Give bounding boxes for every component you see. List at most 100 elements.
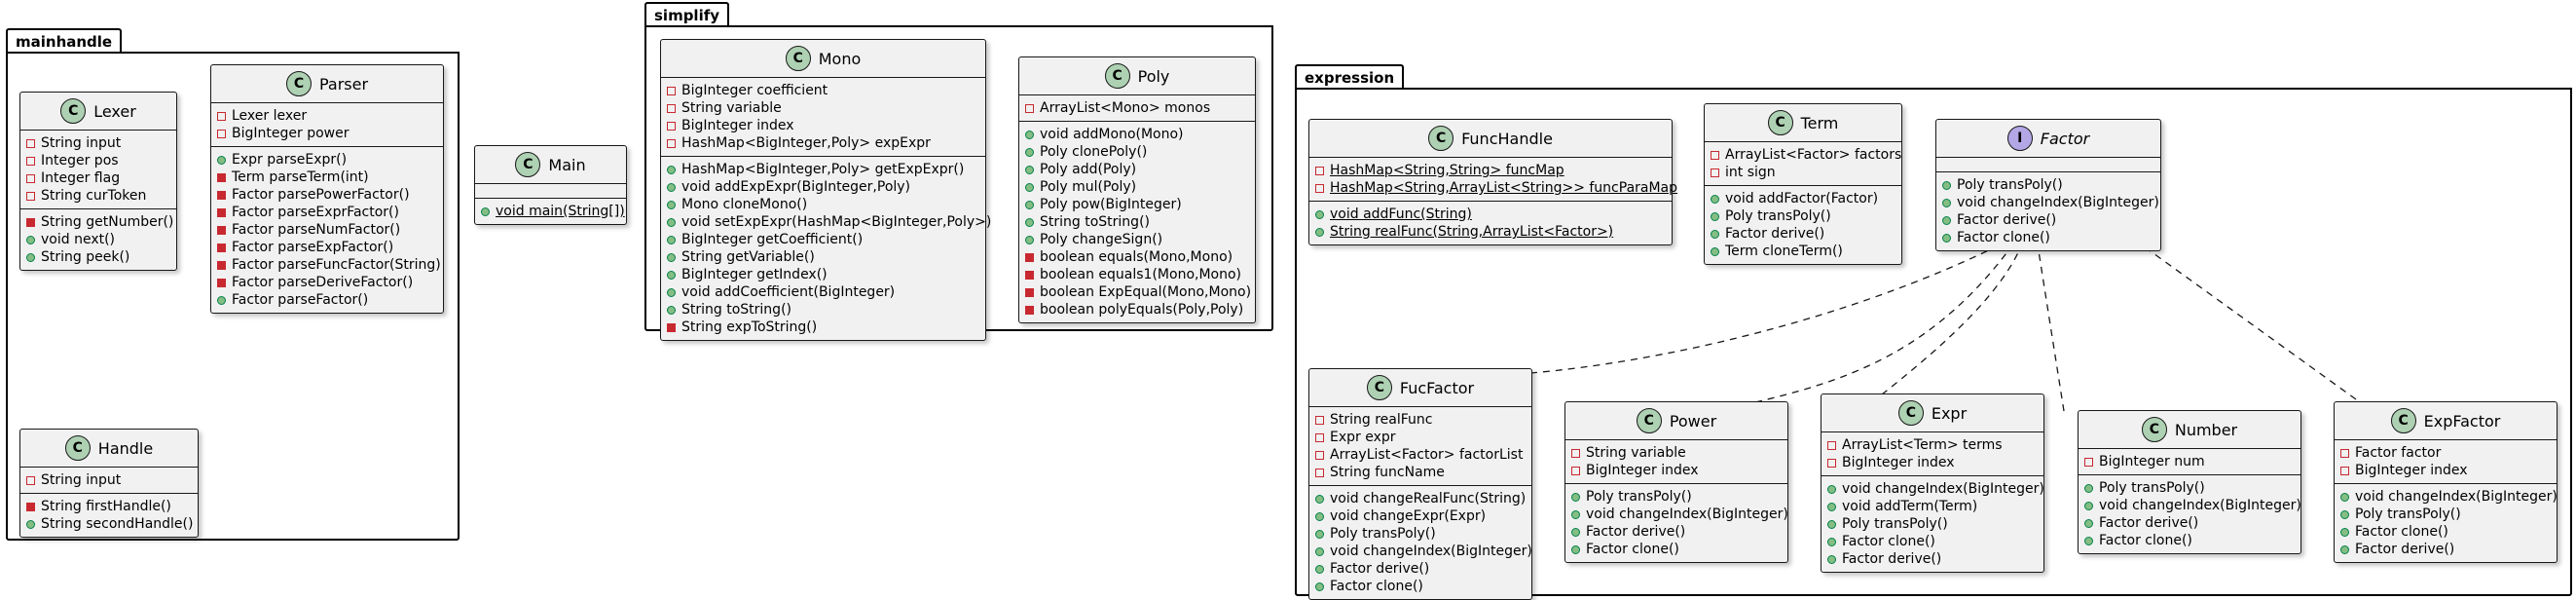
method-text: String toString() bbox=[1040, 214, 1150, 230]
method-text: HashMap<BigInteger,Poly> getExpExpr() bbox=[681, 162, 965, 177]
private-visibility-icon bbox=[1025, 270, 1034, 280]
private-visibility-icon bbox=[26, 475, 35, 485]
private-visibility-icon bbox=[1025, 287, 1034, 297]
method-text: Poly pow(BigInteger) bbox=[1040, 197, 1182, 212]
private-visibility-icon bbox=[667, 322, 676, 332]
public-visibility-icon bbox=[1315, 546, 1324, 556]
public-visibility-icon bbox=[1315, 564, 1324, 574]
field-row: Lexer lexer bbox=[217, 107, 437, 125]
method-text: String peek() bbox=[41, 249, 130, 265]
field-text: Integer pos bbox=[41, 153, 119, 169]
package-tab-mainhandle: mainhandle bbox=[6, 28, 123, 54]
method-row: Term parseTerm(int) bbox=[217, 169, 437, 186]
class-name: Poly bbox=[1137, 66, 1170, 86]
method-text: Factor derive() bbox=[1957, 212, 2057, 228]
package-tab-expression: expression bbox=[1295, 64, 1405, 90]
method-row: void changeRealFunc(String) bbox=[1315, 490, 1526, 507]
public-visibility-icon bbox=[667, 182, 676, 192]
public-visibility-icon bbox=[1711, 246, 1719, 256]
method-row: Poly transPoly() bbox=[2084, 479, 2295, 497]
private-visibility-icon bbox=[667, 121, 676, 131]
field-row: BigInteger coefficient bbox=[667, 82, 979, 99]
method-row: Factor derive() bbox=[2340, 541, 2551, 558]
private-visibility-icon bbox=[217, 111, 226, 121]
private-visibility-icon bbox=[26, 173, 35, 183]
method-text: void changeIndex(BigInteger) bbox=[2355, 489, 2558, 505]
method-row: Factor parseFactor() bbox=[217, 291, 437, 309]
public-visibility-icon bbox=[1827, 502, 1836, 511]
class-name: FuncHandle bbox=[1461, 129, 1553, 148]
field-text: HashMap<String,String> funcMap bbox=[1330, 163, 1564, 178]
class-name: Handle bbox=[97, 438, 154, 458]
private-visibility-icon bbox=[2340, 448, 2349, 458]
method-text: Factor clone() bbox=[1330, 579, 1423, 594]
method-text: Factor derive() bbox=[2099, 515, 2199, 531]
field-text: String variable bbox=[1586, 445, 1686, 461]
field-text: ArrayList<Factor> factorList bbox=[1330, 447, 1524, 463]
class-stereotype-icon: C bbox=[2390, 408, 2416, 433]
class-stereotype-icon: C bbox=[1104, 63, 1130, 89]
class-methods-section: void addMono(Mono)Poly clonePoly()Poly a… bbox=[1019, 122, 1255, 322]
method-text: void changeRealFunc(String) bbox=[1330, 491, 1527, 506]
public-visibility-icon bbox=[26, 519, 35, 529]
field-text: String variable bbox=[681, 100, 782, 116]
method-row: Poly transPoly() bbox=[1827, 515, 2038, 533]
public-visibility-icon bbox=[667, 235, 676, 244]
method-text: Poly transPoly() bbox=[1586, 489, 1692, 505]
method-row: Factor clone() bbox=[2084, 532, 2295, 549]
public-visibility-icon bbox=[217, 155, 226, 165]
public-visibility-icon bbox=[1571, 527, 1580, 537]
private-visibility-icon bbox=[667, 86, 676, 95]
class-methods-section: Poly transPoly()void changeIndex(BigInte… bbox=[2079, 475, 2301, 553]
field-row: int sign bbox=[1711, 164, 1895, 181]
method-row: Factor parseFuncFactor(String) bbox=[217, 256, 441, 274]
public-visibility-icon bbox=[667, 287, 676, 297]
method-text: boolean ExpEqual(Mono,Mono) bbox=[1040, 284, 1252, 300]
private-visibility-icon bbox=[26, 217, 35, 227]
method-row: void changeIndex(BigInteger) bbox=[1942, 194, 2159, 211]
public-visibility-icon bbox=[1827, 484, 1836, 494]
field-row: HashMap<BigInteger,Poly> expExpr bbox=[667, 134, 979, 152]
method-row: Poly transPoly() bbox=[2340, 506, 2551, 523]
class-header: C Poly bbox=[1019, 57, 1255, 95]
method-row: void addCoefficient(BigInteger) bbox=[667, 283, 979, 301]
method-text: Factor derive() bbox=[1330, 561, 1430, 577]
method-text: void addFactor(Factor) bbox=[1725, 191, 1879, 206]
public-visibility-icon bbox=[667, 270, 676, 280]
field-row: String variable bbox=[1571, 444, 1782, 462]
method-text: Factor clone() bbox=[1842, 534, 1935, 549]
class-methods-section: void changeIndex(BigInteger)Poly transPo… bbox=[2335, 484, 2558, 562]
private-visibility-icon bbox=[26, 156, 35, 166]
method-row: String firstHandle() bbox=[26, 498, 192, 515]
method-row: String toString() bbox=[1025, 213, 1249, 231]
field-text: BigInteger num bbox=[2099, 454, 2205, 469]
field-text: String realFunc bbox=[1330, 412, 1433, 428]
public-visibility-icon bbox=[2084, 483, 2093, 493]
public-visibility-icon bbox=[2084, 536, 2093, 545]
method-row: Factor parseDeriveFactor() bbox=[217, 274, 437, 291]
private-visibility-icon bbox=[1571, 448, 1580, 458]
method-row: void addExpExpr(BigInteger,Poly) bbox=[667, 178, 979, 196]
private-visibility-icon bbox=[667, 103, 676, 113]
field-text: BigInteger index bbox=[681, 118, 794, 133]
method-text: Factor parseFuncFactor(String) bbox=[232, 257, 441, 273]
